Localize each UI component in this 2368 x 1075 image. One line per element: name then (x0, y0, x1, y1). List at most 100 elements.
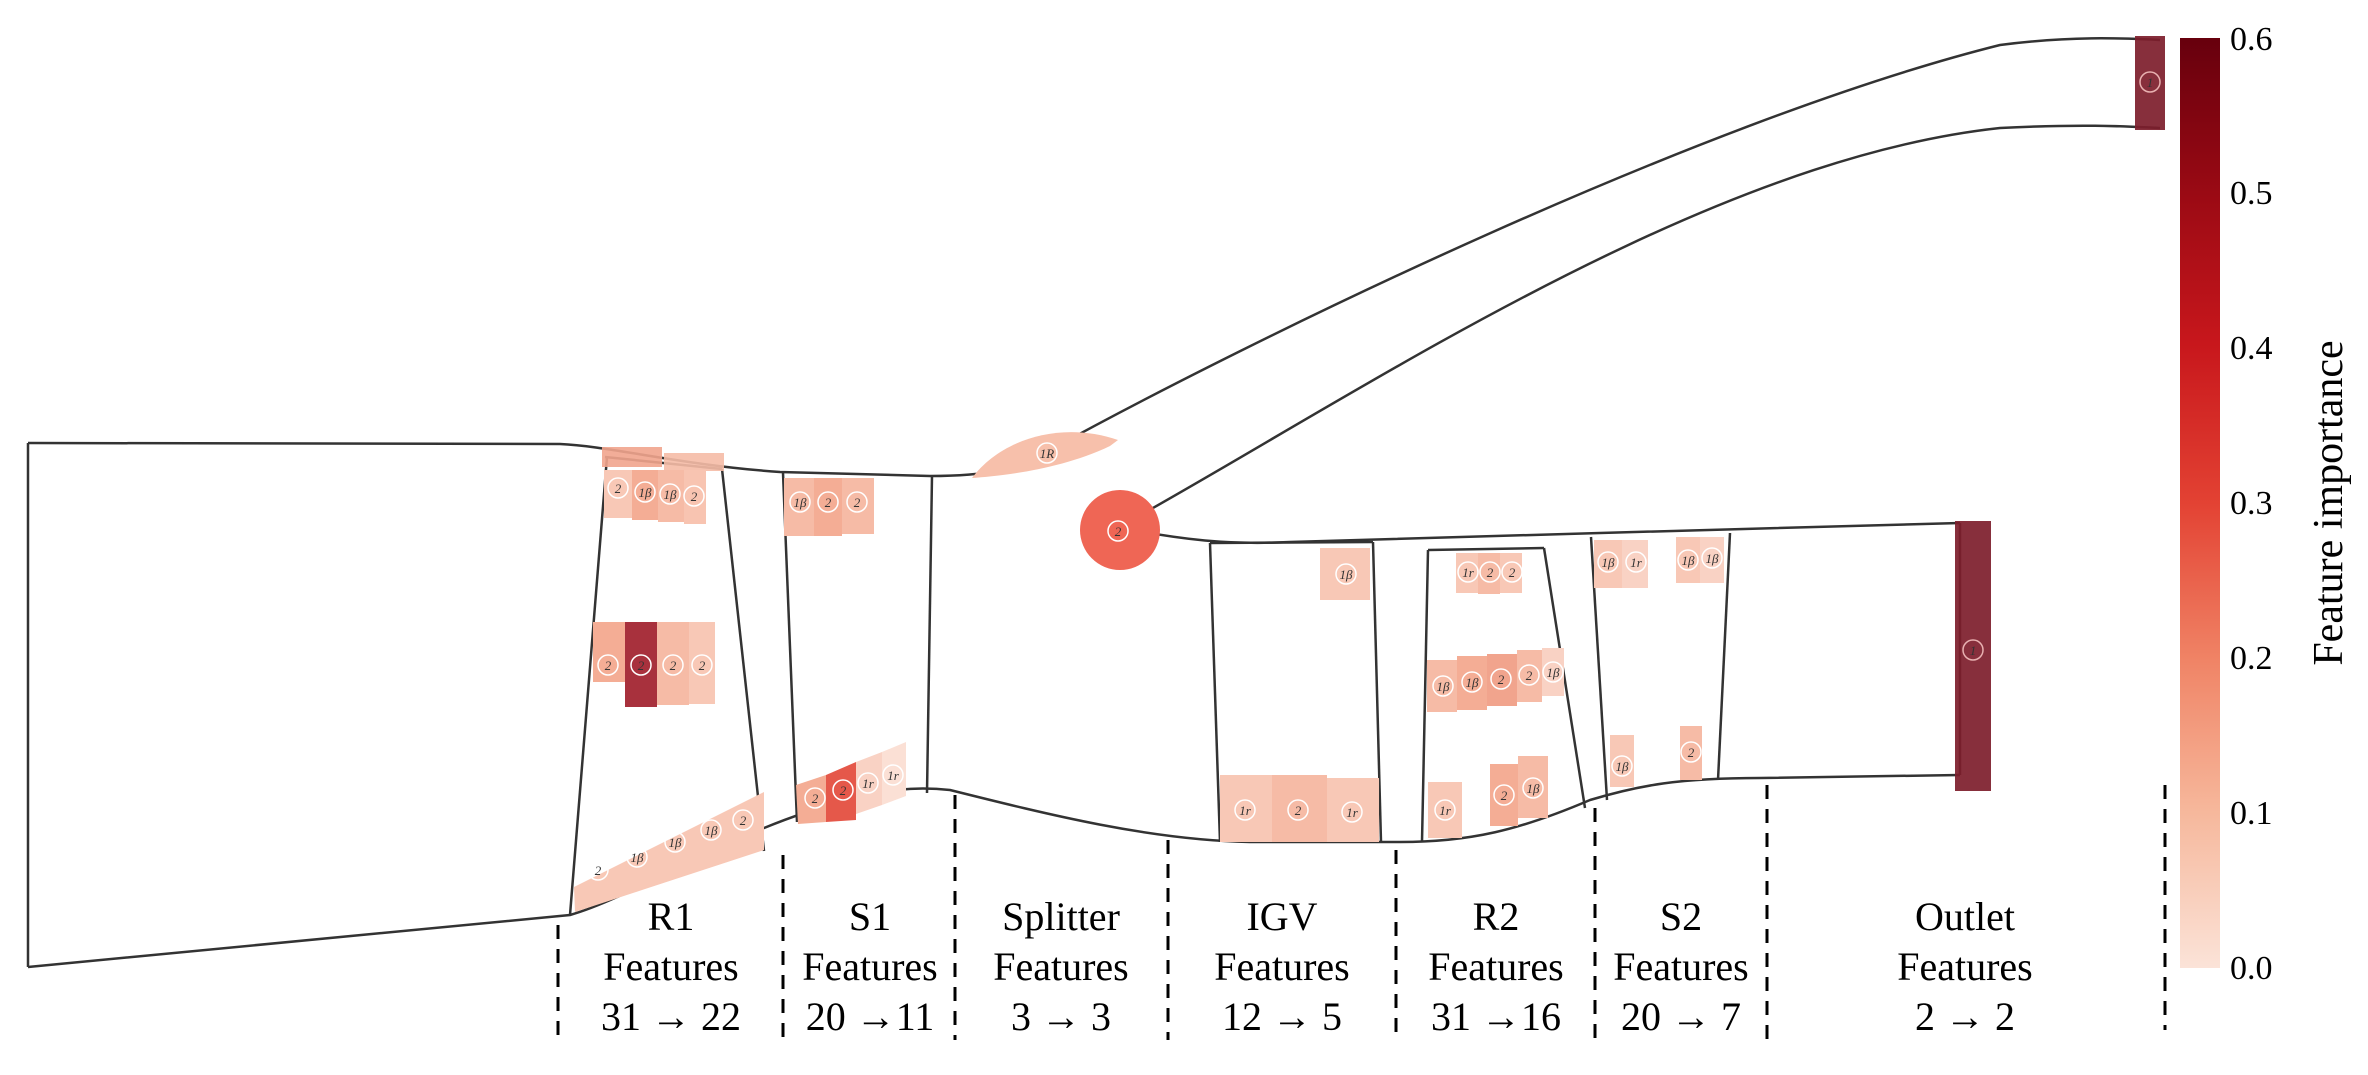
svg-text:2: 2 (825, 495, 832, 510)
marker-two: 2 (1680, 741, 1702, 763)
colorbar-tick: 0.3 (2230, 485, 2273, 522)
svg-text:1β: 1β (1706, 551, 1720, 566)
svg-text:1: 1 (1970, 643, 1977, 658)
section-counts: 31 → 22 (601, 994, 741, 1039)
svg-text:1R: 1R (1040, 446, 1055, 461)
marker-one-r: 1r (1625, 551, 1647, 573)
marker-one-capital-r: 1R (1036, 442, 1058, 464)
marker-one-beta: 1β (626, 846, 648, 868)
marker-two: 2 (597, 654, 619, 676)
marker-two: 2 (587, 859, 609, 881)
section-name: R2 (1473, 894, 1520, 939)
svg-text:2: 2 (1115, 524, 1122, 539)
colorbar-tick: 0.0 (2230, 950, 2273, 987)
section-word: Features (1613, 944, 1749, 989)
marker-two: 2 (846, 491, 868, 513)
marker-two: 2 (1493, 784, 1515, 806)
splitter-markers: 1R 2 (1036, 442, 1129, 542)
igv-feature-blocks (1220, 548, 1379, 842)
section-separators (556, 785, 2167, 1040)
svg-text:1β: 1β (639, 485, 653, 500)
marker-two: 2 (630, 654, 652, 676)
marker-two: 2 (732, 809, 754, 831)
igv-lead (1208, 542, 1222, 843)
svg-text:1β: 1β (1466, 675, 1480, 690)
marker-one-r: 1r (1457, 561, 1479, 583)
marker-one-beta: 1β (659, 483, 681, 505)
marker-one-beta: 1β (1611, 755, 1633, 777)
r2-markers: 1r 2 2 1β 1β 2 2 1β 1r 2 1β (1432, 561, 1564, 821)
svg-text:2: 2 (638, 658, 645, 673)
marker-two: 2 (1490, 668, 1512, 690)
section-counts: 20 →11 (806, 994, 935, 1039)
colorbar-tick: 0.1 (2230, 795, 2273, 832)
splitter-inner (1118, 521, 1961, 545)
colorbar-tick: 0.4 (2230, 330, 2273, 367)
svg-text:1r: 1r (862, 776, 875, 791)
s1-trail (925, 475, 934, 794)
marker-two: 2 (1479, 561, 1501, 583)
svg-text:2: 2 (740, 813, 747, 828)
casing-line (27, 37, 2161, 478)
svg-text:1β: 1β (1616, 759, 1630, 774)
r2-trail (1542, 547, 1587, 809)
marker-two: 2 (691, 654, 713, 676)
svg-text:1β: 1β (1340, 567, 1354, 582)
section-counts: 3 → 3 (1011, 994, 1111, 1039)
colorbar-tick: 0.2 (2230, 640, 2273, 677)
svg-text:1r: 1r (1462, 565, 1475, 580)
section-counts: 2 → 2 (1915, 994, 2015, 1039)
igv-markers: 1β 1r 2 1r (1234, 563, 1363, 823)
svg-text:1r: 1r (1630, 555, 1643, 570)
marker-one-r: 1r (1434, 799, 1456, 821)
igv-trail (1371, 541, 1383, 843)
svg-text:2: 2 (1501, 788, 1508, 803)
marker-one-r: 1r (882, 764, 904, 786)
section-name: Outlet (1915, 894, 2015, 939)
marker-one-beta: 1β (1597, 551, 1619, 573)
r2-tip-top (1427, 546, 1545, 552)
svg-text:2: 2 (854, 495, 861, 510)
colorbar-tick: 0.6 (2230, 21, 2273, 58)
svg-text:1β: 1β (669, 835, 683, 850)
svg-text:1β: 1β (664, 487, 678, 502)
marker-two: 2 (832, 779, 854, 801)
marker-two: 2 (683, 485, 705, 507)
svg-text:2: 2 (595, 863, 602, 878)
r2-lead (1420, 549, 1430, 843)
svg-text:2: 2 (840, 783, 847, 798)
marker-one-beta: 1β (700, 819, 722, 841)
svg-text:1: 1 (2147, 75, 2154, 90)
svg-text:1r: 1r (1239, 803, 1252, 818)
colorbar: 0.0 0.1 0.2 0.3 0.4 0.5 0.6 Feature impo… (2180, 21, 2352, 987)
section-name: S2 (1660, 894, 1702, 939)
svg-text:1β: 1β (631, 850, 645, 865)
section-labels: R1 Features 31 → 22 S1 Features 20 →11 S… (601, 894, 2033, 1039)
s1-markers: 1β 2 2 2 2 1r 1r (789, 491, 904, 809)
marker-one-r: 1r (1341, 801, 1363, 823)
section-word: Features (1428, 944, 1564, 989)
marker-two: 2 (817, 491, 839, 513)
section-counts: 20 → 7 (1621, 994, 1741, 1039)
marker-one-beta: 1β (1461, 671, 1483, 693)
svg-text:2: 2 (1526, 668, 1533, 683)
marker-two: 2 (1501, 561, 1523, 583)
marker-one-beta: 1β (1335, 563, 1357, 585)
marker-one-beta: 1β (789, 491, 811, 513)
svg-text:1β: 1β (1437, 679, 1451, 694)
section-word: Features (1897, 944, 2033, 989)
marker-one-beta: 1β (1542, 661, 1564, 683)
section-word: Features (993, 944, 1129, 989)
marker-one-beta: 1β (1677, 549, 1699, 571)
marker-one-beta: 1β (1522, 777, 1544, 799)
s2-feature-blocks (1594, 537, 1724, 787)
marker-two: 2 (1287, 799, 1309, 821)
section-name: R1 (648, 894, 695, 939)
svg-text:1β: 1β (705, 823, 719, 838)
svg-text:1r: 1r (887, 768, 900, 783)
marker-two: 2 (804, 787, 826, 809)
section-counts: 31 →16 (1431, 994, 1561, 1039)
marker-one-beta: 1β (1701, 547, 1723, 569)
section-counts: 12 → 5 (1222, 994, 1342, 1039)
